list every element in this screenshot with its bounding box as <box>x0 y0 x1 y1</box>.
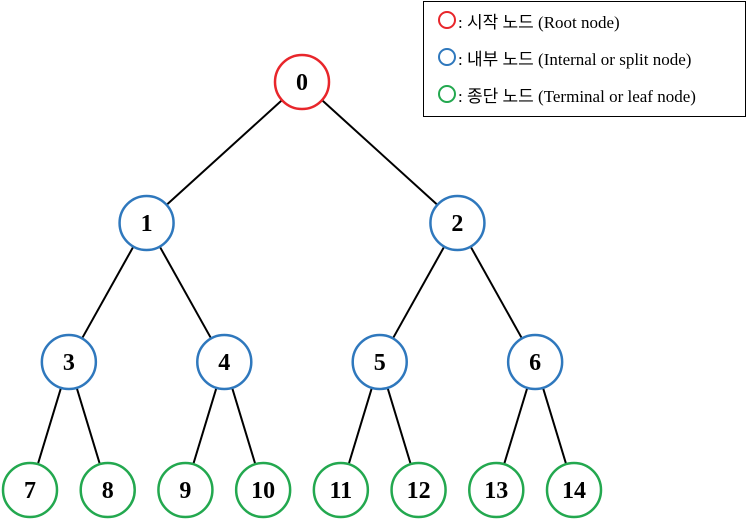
node-label-5: 5 <box>374 350 386 376</box>
node-label-9: 9 <box>179 478 191 504</box>
node-label-1: 1 <box>141 211 153 237</box>
tree-node-0: 0 <box>273 53 331 111</box>
edge-4-9 <box>192 387 218 465</box>
tree-edges <box>36 99 568 465</box>
edge-1-4 <box>158 246 212 339</box>
node-label-4: 4 <box>218 350 230 376</box>
tree-node-3: 3 <box>40 333 98 391</box>
tree-node-7: 7 <box>1 461 59 519</box>
tree-node-9: 9 <box>157 461 214 519</box>
tree-node-11: 11 <box>312 461 370 519</box>
terminal-node-swatch-icon <box>438 85 456 103</box>
internal-node-swatch-icon <box>438 48 456 66</box>
terminal-node-circle <box>79 461 136 519</box>
node-label-0: 0 <box>296 70 308 96</box>
root-node-swatch-icon <box>438 11 456 29</box>
edge-3-7 <box>36 387 62 465</box>
edge-1-3 <box>81 246 135 339</box>
internal-node-circle <box>506 333 564 391</box>
node-label-10: 10 <box>251 478 275 504</box>
legend-item-internal: : 내부 노드 (Internal or split node) <box>438 43 691 71</box>
edge-3-8 <box>75 387 101 465</box>
tree-node-2: 2 <box>429 194 486 252</box>
terminal-node-circle <box>390 461 447 519</box>
edge-0-1 <box>165 99 283 206</box>
edge-2-5 <box>392 246 446 339</box>
terminal-node-circle <box>312 461 370 519</box>
legend-item-root: : 시작 노드 (Root node) <box>438 6 620 34</box>
legend-label-root: : 시작 노드 (Root node) <box>458 12 620 32</box>
legend-item-terminal: : 종단 노드 (Terminal or leaf node) <box>438 80 696 108</box>
root-node-circle <box>273 53 331 111</box>
edge-2-6 <box>469 246 523 339</box>
tree-node-8: 8 <box>79 461 136 519</box>
edge-0-2 <box>321 99 439 206</box>
edge-6-13 <box>503 387 529 465</box>
tree-node-4: 4 <box>196 333 253 391</box>
edge-6-14 <box>542 387 568 465</box>
tree-node-5: 5 <box>351 333 408 391</box>
terminal-node-circle <box>1 461 59 519</box>
tree-node-12: 12 <box>390 461 447 519</box>
edge-5-11 <box>347 387 373 465</box>
terminal-node-circle <box>545 461 603 519</box>
internal-node-circle <box>429 194 486 252</box>
edge-4-10 <box>231 387 257 465</box>
legend-label-internal: : 내부 노드 (Internal or split node) <box>458 49 692 69</box>
node-label-8: 8 <box>102 478 114 504</box>
node-label-2: 2 <box>451 211 463 237</box>
node-label-13: 13 <box>484 478 508 504</box>
internal-node-circle <box>118 194 175 252</box>
tree-node-1: 1 <box>118 194 175 252</box>
tree-node-14: 14 <box>545 461 603 519</box>
legend-label-terminal: : 종단 노드 (Terminal or leaf node) <box>458 86 696 106</box>
node-label-7: 7 <box>24 478 36 504</box>
tree-node-13: 13 <box>468 461 525 519</box>
tree-node-10: 10 <box>234 461 292 519</box>
edge-5-12 <box>386 387 412 465</box>
terminal-node-circle <box>234 461 292 519</box>
internal-node-circle <box>40 333 98 391</box>
node-label-12: 12 <box>407 478 431 504</box>
terminal-node-circle <box>157 461 214 519</box>
tree-node-6: 6 <box>506 333 564 391</box>
node-label-11: 11 <box>330 478 353 504</box>
terminal-node-circle <box>468 461 525 519</box>
legend: : 시작 노드 (Root node) : 내부 노드 (Internal or… <box>423 1 746 117</box>
node-label-14: 14 <box>562 478 586 504</box>
node-label-6: 6 <box>529 350 541 376</box>
internal-node-circle <box>351 333 408 391</box>
node-label-3: 3 <box>63 350 75 376</box>
internal-node-circle <box>196 333 253 391</box>
